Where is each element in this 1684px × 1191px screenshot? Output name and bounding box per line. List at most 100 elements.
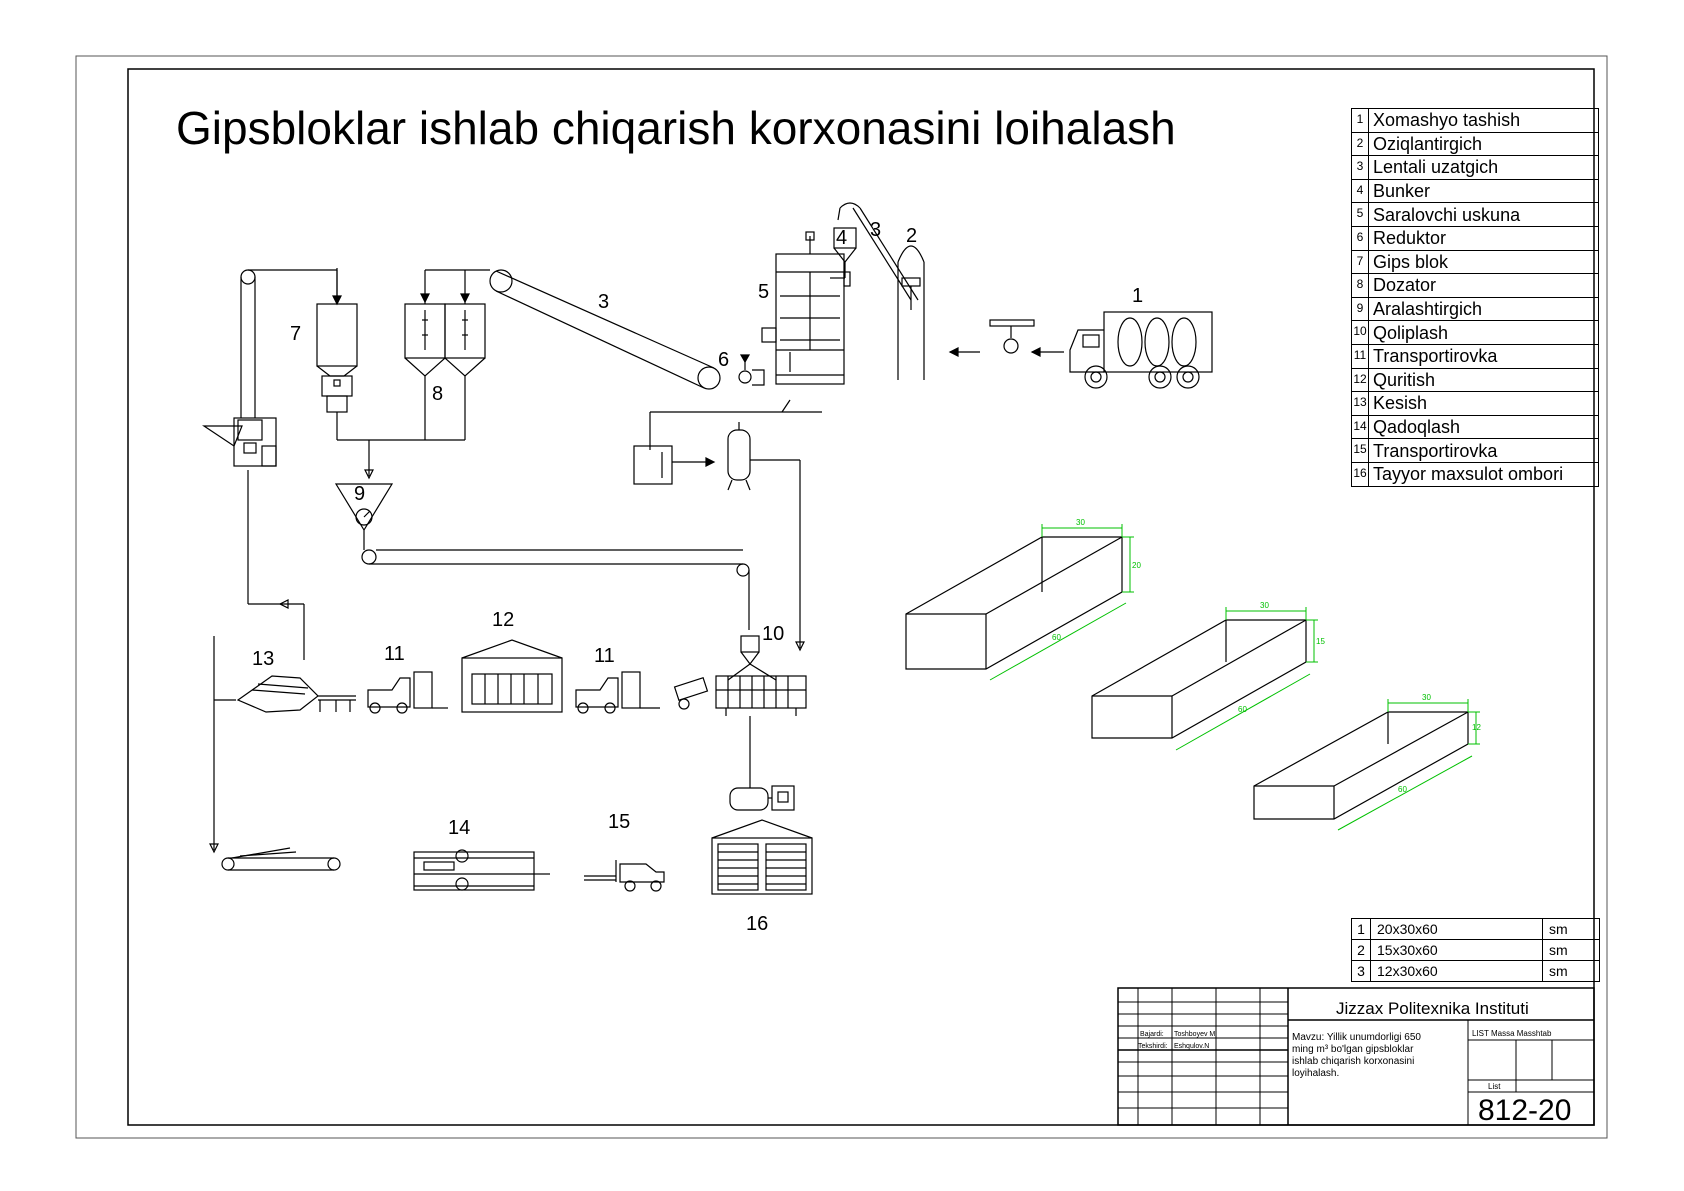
legend-number: 8 bbox=[1351, 273, 1369, 298]
size-dims: 12x30x60 bbox=[1370, 960, 1543, 982]
legend-number: 6 bbox=[1351, 225, 1369, 251]
forklift-icon bbox=[367, 671, 448, 714]
topic-line-4: loyihalash. bbox=[1292, 1068, 1339, 1079]
legend-number: 11 bbox=[1351, 343, 1369, 369]
legend-number: 12 bbox=[1351, 367, 1369, 393]
topic-line-2: ming m³ bo'lgan gipsbloklar bbox=[1292, 1044, 1414, 1055]
label-11b: 11 bbox=[594, 645, 615, 667]
label-9: 9 bbox=[354, 483, 365, 505]
legend-number: 10 bbox=[1351, 320, 1369, 345]
legend-number: 4 bbox=[1351, 178, 1369, 204]
bajardi-label: Bajardi: bbox=[1140, 1031, 1164, 1038]
label-4: 4 bbox=[836, 227, 847, 249]
legend-label: Bunker bbox=[1368, 178, 1599, 204]
size-number: 2 bbox=[1351, 939, 1371, 961]
dryer-building-icon bbox=[461, 639, 563, 713]
legend-label: Reduktor bbox=[1368, 225, 1599, 251]
legend-number: 2 bbox=[1351, 131, 1369, 157]
legend-label: Lentali uzatgich bbox=[1368, 155, 1599, 180]
block-3-length: 60 bbox=[1398, 785, 1407, 794]
cutting-unit-icon bbox=[236, 470, 356, 713]
label-13: 13 bbox=[252, 648, 274, 670]
size-number: 1 bbox=[1351, 918, 1371, 940]
process-diagram bbox=[202, 202, 1213, 895]
separator-unit-icon bbox=[761, 227, 857, 385]
legend-number: 5 bbox=[1351, 202, 1369, 227]
list-header: LIST Massa Masshtab bbox=[1472, 1029, 1552, 1038]
label-10: 10 bbox=[762, 623, 784, 645]
outer-frame bbox=[75, 55, 1608, 1139]
label-3a: 3 bbox=[598, 291, 609, 313]
legend-number: 15 bbox=[1351, 438, 1369, 463]
legend-label: Gips blok bbox=[1368, 249, 1599, 275]
label-7: 7 bbox=[290, 323, 301, 345]
label-8: 8 bbox=[432, 383, 443, 405]
size-dims: 20x30x60 bbox=[1370, 918, 1543, 940]
compressor-icon bbox=[633, 445, 673, 485]
moulding-unit-icon bbox=[673, 635, 807, 811]
legend-label: Qadoqlash bbox=[1368, 414, 1599, 440]
label-3b: 3 bbox=[870, 219, 881, 241]
legend-label: Xomashyo tashish bbox=[1368, 108, 1599, 133]
label-5: 5 bbox=[758, 281, 769, 303]
legend-label: Aralashtirgich bbox=[1368, 296, 1599, 322]
legend-number: 9 bbox=[1351, 296, 1369, 322]
forklift-icon-3 bbox=[584, 860, 665, 892]
topic-line-1: Mavzu: Yillik unumdorligi 650 bbox=[1292, 1032, 1421, 1043]
inner-frame bbox=[127, 68, 1595, 1126]
legend-number: 7 bbox=[1351, 249, 1369, 275]
size-unit: sm bbox=[1542, 939, 1600, 961]
drawing-title: Gipsbloklar ishlab chiqarish korxonasini… bbox=[176, 102, 1176, 154]
block-2-length: 60 bbox=[1238, 705, 1247, 714]
label-16: 16 bbox=[746, 913, 768, 935]
legend-label: Quritish bbox=[1368, 367, 1599, 393]
legend-number: 13 bbox=[1351, 391, 1369, 416]
legend-label: Dozator bbox=[1368, 273, 1599, 298]
receiver-icon bbox=[727, 429, 751, 481]
block-3: 30 12 60 bbox=[1253, 693, 1481, 831]
legend-label: Saralovchi uskuna bbox=[1368, 202, 1599, 227]
topic-line-3: ishlab chiqarish korxonasini bbox=[1292, 1056, 1414, 1067]
institute-name: Jizzax Politexnika Instituti bbox=[1336, 999, 1529, 1018]
label-1: 1 bbox=[1132, 285, 1143, 307]
block-2-width: 30 bbox=[1260, 601, 1269, 610]
tekshirdi-name: Eshqulov.N bbox=[1174, 1043, 1209, 1050]
label-15: 15 bbox=[608, 811, 630, 833]
sheet-number: 812-20 bbox=[1478, 1094, 1571, 1127]
block-1: 30 20 60 bbox=[905, 518, 1141, 681]
packaging-unit-icon bbox=[413, 849, 550, 891]
block-3-width: 30 bbox=[1422, 693, 1431, 702]
legend-label: Kesish bbox=[1368, 391, 1599, 416]
block-2: 30 15 60 bbox=[1091, 601, 1325, 751]
title-block bbox=[1117, 987, 1595, 1126]
block-1-length: 60 bbox=[1052, 633, 1061, 642]
belt-conveyor-icon bbox=[489, 269, 721, 390]
block-1-width: 30 bbox=[1076, 518, 1085, 527]
feeder-elevator-icon bbox=[837, 202, 925, 380]
legend-number: 14 bbox=[1351, 414, 1369, 440]
truck-icon bbox=[1069, 311, 1213, 389]
bajardi-name: Toshboyev M bbox=[1174, 1031, 1215, 1038]
legend-label: Qoliplash bbox=[1368, 320, 1599, 345]
block-3-height: 12 bbox=[1472, 723, 1481, 732]
output-conveyor-icon bbox=[221, 847, 341, 871]
legend-number: 3 bbox=[1351, 155, 1369, 180]
block-2-height: 15 bbox=[1316, 637, 1325, 646]
